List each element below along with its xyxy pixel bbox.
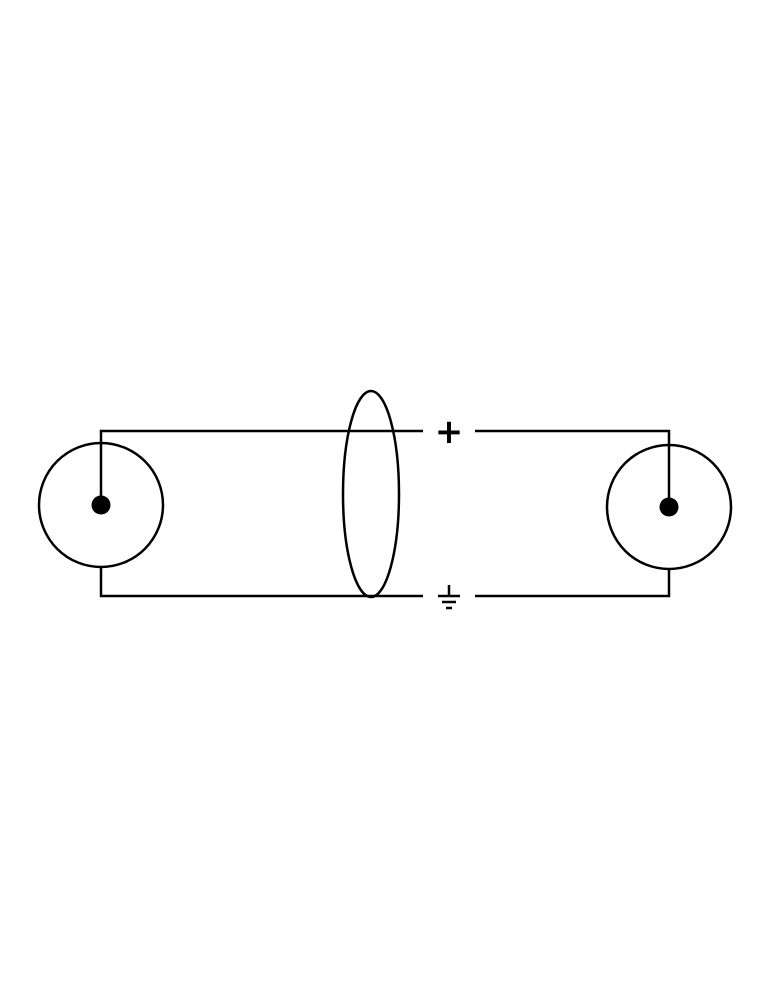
cable-shield	[341, 389, 401, 599]
signal-plus-label: +	[435, 412, 464, 452]
ground-wire-left	[99, 567, 423, 598]
signal-wire-left	[99, 429, 423, 505]
ground-wire-right	[475, 569, 671, 598]
signal-wire-right	[475, 429, 671, 507]
ground-icon	[438, 585, 460, 610]
